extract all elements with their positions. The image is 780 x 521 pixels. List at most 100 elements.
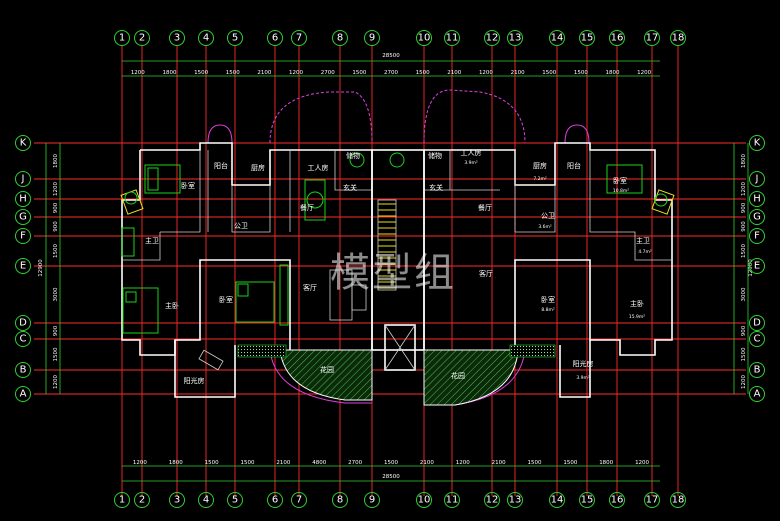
axis-label: F xyxy=(20,231,26,242)
axis-bubble xyxy=(198,492,214,508)
room-maid-r: 工人房 xyxy=(461,148,482,157)
room-labels: 卧室 阳台 厨房 工人房 储物 餐厅 玄关 公卫 主卫 主卧 卧室 客厅 阳光房… xyxy=(145,148,652,385)
dimension-value: 1200 xyxy=(635,460,649,466)
axis-label: 9 xyxy=(369,33,375,44)
axis-label: E xyxy=(20,261,26,272)
dimension-value: 3000 xyxy=(741,287,747,301)
axis-bubble xyxy=(15,258,31,274)
axis-label: 3 xyxy=(174,33,180,44)
dimension-value: 4800 xyxy=(312,460,326,466)
axis-bubble xyxy=(15,191,31,207)
axis-label: 5 xyxy=(232,33,238,44)
axis-label: 17 xyxy=(646,495,659,506)
axis-bubble xyxy=(579,492,595,508)
dimension-value: 1500 xyxy=(384,460,398,466)
room-bedroom-r2: 卧室 xyxy=(541,295,555,304)
dimension-value: 3000 xyxy=(53,287,59,301)
axis-bubble xyxy=(507,30,523,46)
axis-bubble xyxy=(15,386,31,402)
furniture xyxy=(121,152,668,371)
dimension-value: 1800 xyxy=(606,70,620,76)
area-kitchen-r: 7.2m² xyxy=(533,176,547,182)
dimension-value: 1800 xyxy=(162,70,176,76)
dimension-value: 1500 xyxy=(53,244,59,258)
room-dining-l: 餐厅 xyxy=(300,203,314,212)
axis-bubble xyxy=(749,315,765,331)
dimension-value: 900 xyxy=(741,221,747,232)
axis-bubble xyxy=(644,30,660,46)
axis-bubble xyxy=(15,135,31,151)
axis-bubble xyxy=(644,492,660,508)
axis-bubble xyxy=(15,171,31,187)
axis-bubble xyxy=(198,30,214,46)
axis-label: K xyxy=(754,138,761,149)
stair-core xyxy=(371,149,425,371)
total-width-top: 28500 xyxy=(382,53,400,59)
axis-label: 2 xyxy=(139,33,145,44)
dimension-value: 1200 xyxy=(53,182,59,196)
axis-bubble xyxy=(749,258,765,274)
room-storage-r: 储物 xyxy=(428,151,442,160)
area-bedroom-tr: 10.8m² xyxy=(613,188,629,194)
axis-label: D xyxy=(19,318,27,329)
axis-label: 14 xyxy=(551,495,564,506)
axis-bubble xyxy=(134,30,150,46)
area-bedroom-r2: 8.8m² xyxy=(541,307,555,313)
gardens xyxy=(237,344,556,406)
axis-bubble xyxy=(749,191,765,207)
dimension-frames xyxy=(45,60,749,482)
axis-bubble xyxy=(416,492,432,508)
axis-bubble xyxy=(749,331,765,347)
axis-label: 8 xyxy=(337,495,343,506)
axis-label: 4 xyxy=(203,495,209,506)
axis-bubble xyxy=(114,492,130,508)
axis-bubble xyxy=(114,30,130,46)
axis-bubble xyxy=(291,492,307,508)
room-master-bath-l: 主卫 xyxy=(145,236,159,245)
axis-bubble xyxy=(15,209,31,225)
axis-label: A xyxy=(20,389,27,400)
dimension-value: 2100 xyxy=(447,70,461,76)
axis-bubble xyxy=(549,30,565,46)
area-public-bath-r: 3.6m² xyxy=(538,224,552,230)
axis-bubble xyxy=(15,228,31,244)
room-master-bed-r: 主卧 xyxy=(630,299,644,308)
area-master-bed-r: 15.9m² xyxy=(629,314,645,320)
dimension-value: 2700 xyxy=(348,460,362,466)
axis-label: 11 xyxy=(446,495,459,506)
axis-bubble xyxy=(609,492,625,508)
dimension-value: 2100 xyxy=(257,70,271,76)
room-maid-l: 工人房 xyxy=(308,163,329,172)
axis-bubble xyxy=(134,492,150,508)
dimension-value: 1800 xyxy=(53,154,59,168)
axis-label: J xyxy=(21,174,25,185)
dimension-value: 2700 xyxy=(384,70,398,76)
axis-bubble xyxy=(169,30,185,46)
axis-bubble xyxy=(332,30,348,46)
axis-label: 11 xyxy=(446,33,459,44)
area-sunroom-r: 3.9m² xyxy=(576,375,590,381)
dimension-value: 2100 xyxy=(420,460,434,466)
room-bedroom-tl: 卧室 xyxy=(181,181,195,190)
room-foyer-r: 玄关 xyxy=(429,183,443,192)
axis-label: H xyxy=(19,194,27,205)
axis-label: C xyxy=(754,334,761,345)
axis-bubble xyxy=(670,30,686,46)
axis-label: 4 xyxy=(203,33,209,44)
dimension-value: 1200 xyxy=(131,70,145,76)
dimension-value: 1200 xyxy=(637,70,651,76)
dimension-value: 900 xyxy=(741,202,747,213)
dimension-value: 1500 xyxy=(194,70,208,76)
room-living-l: 客厅 xyxy=(303,283,317,292)
axis-label: 3 xyxy=(174,495,180,506)
dimension-value: 1800 xyxy=(599,460,613,466)
axis-label: 18 xyxy=(672,33,685,44)
axis-bubble xyxy=(15,315,31,331)
axis-bubble xyxy=(749,362,765,378)
dimension-value: 1500 xyxy=(53,347,59,361)
